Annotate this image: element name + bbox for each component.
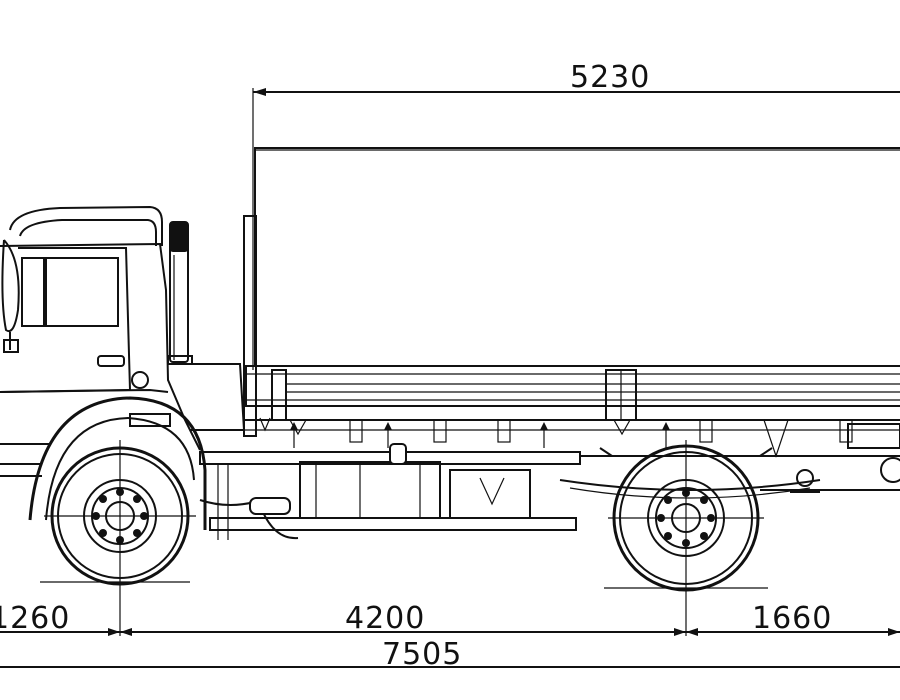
dimension-overall-length: 7505 <box>0 637 900 672</box>
cab <box>0 205 246 530</box>
dimension-label-front-overhang: 1260 <box>0 601 70 636</box>
chassis-frame <box>199 419 900 540</box>
dimension-label-body-length: 5230 <box>570 60 650 95</box>
front-wheel-nuts <box>92 488 148 544</box>
dimension-label-rear-overhang: 1660 <box>752 601 832 636</box>
cargo-body <box>243 147 900 448</box>
dimension-label-wheelbase: 4200 <box>345 601 425 636</box>
dimension-body-length: 5230 <box>252 60 900 370</box>
axle-center-lines <box>44 440 764 636</box>
dimension-chain-axles: 1260 4200 1660 <box>0 601 900 636</box>
dimension-label-overall-length: 7505 <box>382 637 462 672</box>
